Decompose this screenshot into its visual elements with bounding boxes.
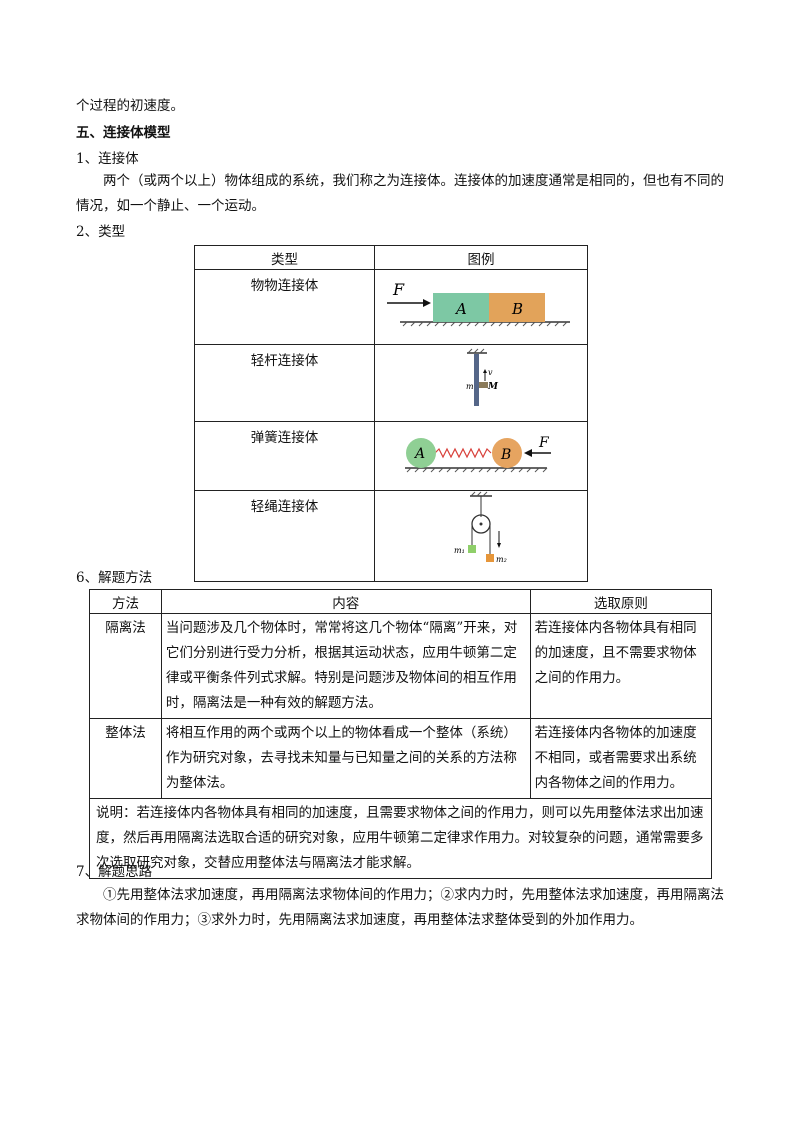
mass-block — [479, 382, 488, 388]
types-header-type: 类型 — [194, 245, 375, 270]
table-row: 轻绳连接体 m₁ m₂ — [194, 490, 588, 582]
s2-heading: 2、类型 — [76, 224, 126, 240]
force-label: F — [392, 280, 405, 299]
block-a — [433, 293, 489, 322]
type-cell: 弹簧连接体 — [194, 421, 375, 491]
rod — [474, 354, 479, 406]
type-cell: 轻绳连接体 — [194, 490, 375, 582]
table-row: 物物连接体 F A B — [194, 269, 588, 345]
content-cell: 当问题涉及几个物体时，常常将这几个物体“隔离”开来，对它们分别进行受力分析，根据… — [160, 613, 531, 719]
motion-arrow — [497, 543, 501, 548]
ball-a-label: A — [413, 446, 425, 462]
label-m: m — [466, 382, 474, 391]
types-header-figure: 图例 — [374, 245, 588, 270]
s1-heading: 1、连接体 — [76, 151, 139, 167]
label-v: v — [488, 368, 493, 377]
table-row: 弹簧连接体 A B F — [194, 421, 588, 491]
force-label: F — [538, 435, 550, 451]
block-connection-figure: F A B — [387, 280, 570, 327]
s7-paragraph: ①先用整体法求加速度，再用隔离法求物体间的作用力；②求内力时，先用整体法求加速度… — [76, 887, 724, 928]
label-m1: m₁ — [454, 546, 465, 555]
table-row: 轻杆连接体 m v M — [194, 344, 588, 422]
s6-heading: 6、解题方法 — [76, 570, 153, 586]
figure-cell: F A B — [374, 269, 588, 345]
methods-header-content: 内容 — [160, 589, 531, 614]
type-cell: 物物连接体 — [194, 269, 375, 345]
ball-b-label: B — [500, 447, 511, 463]
content-cell: 将相互作用的两个或两个以上的物体看成一个整体（系统）作为研究对象，去寻找未知量与… — [160, 718, 531, 799]
mass-2 — [486, 554, 494, 562]
principle-cell: 若连接体内各物体的加速度不相同，或者需要求出系统内各物体之间的作用力。 — [529, 718, 713, 799]
rod-connection-figure: m v M — [466, 348, 499, 406]
methods-table: 方法 内容 选取原则 隔离法 当问题涉及几个物体时，常常将这几个物体“隔离”开来… — [89, 589, 713, 879]
intro-line: 个过程的初速度。 — [76, 98, 184, 114]
force-arrow — [524, 449, 532, 457]
block-b — [489, 293, 545, 322]
velocity-arrow — [483, 369, 487, 373]
figure-cell: m v M — [374, 344, 588, 422]
label-m2: m₂ — [496, 555, 507, 564]
s7-heading: 7、解题思路 — [76, 864, 153, 880]
methods-header-principle: 选取原则 — [529, 589, 713, 614]
spring-connection-figure: A B F — [405, 435, 551, 473]
table-row: 说明：若连接体内各物体具有相同的加速度，且需要求物体之间的作用力，则可以先用整体… — [89, 798, 712, 879]
type-cell: 轻杆连接体 — [194, 344, 375, 422]
method-cell: 隔离法 — [89, 613, 162, 719]
types-table: 类型 图例 物物连接体 F A — [194, 245, 588, 582]
note-cell: 说明：若连接体内各物体具有相同的加速度，且需要求物体之间的作用力，则可以先用整体… — [89, 798, 712, 879]
block-b-label: B — [511, 300, 523, 318]
mass-1 — [468, 545, 476, 553]
rope-connection-figure: m₁ m₂ — [454, 491, 507, 564]
principle-cell: 若连接体内各物体具有相同的加速度，且不需要求物体之间的作用力。 — [529, 613, 713, 719]
method-cell: 整体法 — [89, 718, 162, 799]
force-arrow — [423, 299, 431, 307]
table-row: 整体法 将相互作用的两个或两个以上的物体看成一个整体（系统）作为研究对象，去寻找… — [89, 718, 713, 799]
block-a-label: A — [454, 300, 467, 318]
figure-cell: A B F — [374, 421, 588, 491]
label-M: M — [487, 382, 499, 392]
figure-cell: m₁ m₂ — [374, 490, 588, 582]
section-title: 五、连接体模型 — [76, 125, 171, 141]
ball-a — [406, 438, 436, 468]
ball-b — [492, 438, 522, 468]
s1-paragraph: 两个（或两个以上）物体组成的系统，我们称之为连接体。连接体的加速度通常是相同的，… — [76, 173, 724, 214]
methods-header-method: 方法 — [89, 589, 162, 614]
table-row: 隔离法 当问题涉及几个物体时，常常将这几个物体“隔离”开来，对它们分别进行受力分… — [89, 613, 713, 719]
spring — [434, 447, 492, 459]
